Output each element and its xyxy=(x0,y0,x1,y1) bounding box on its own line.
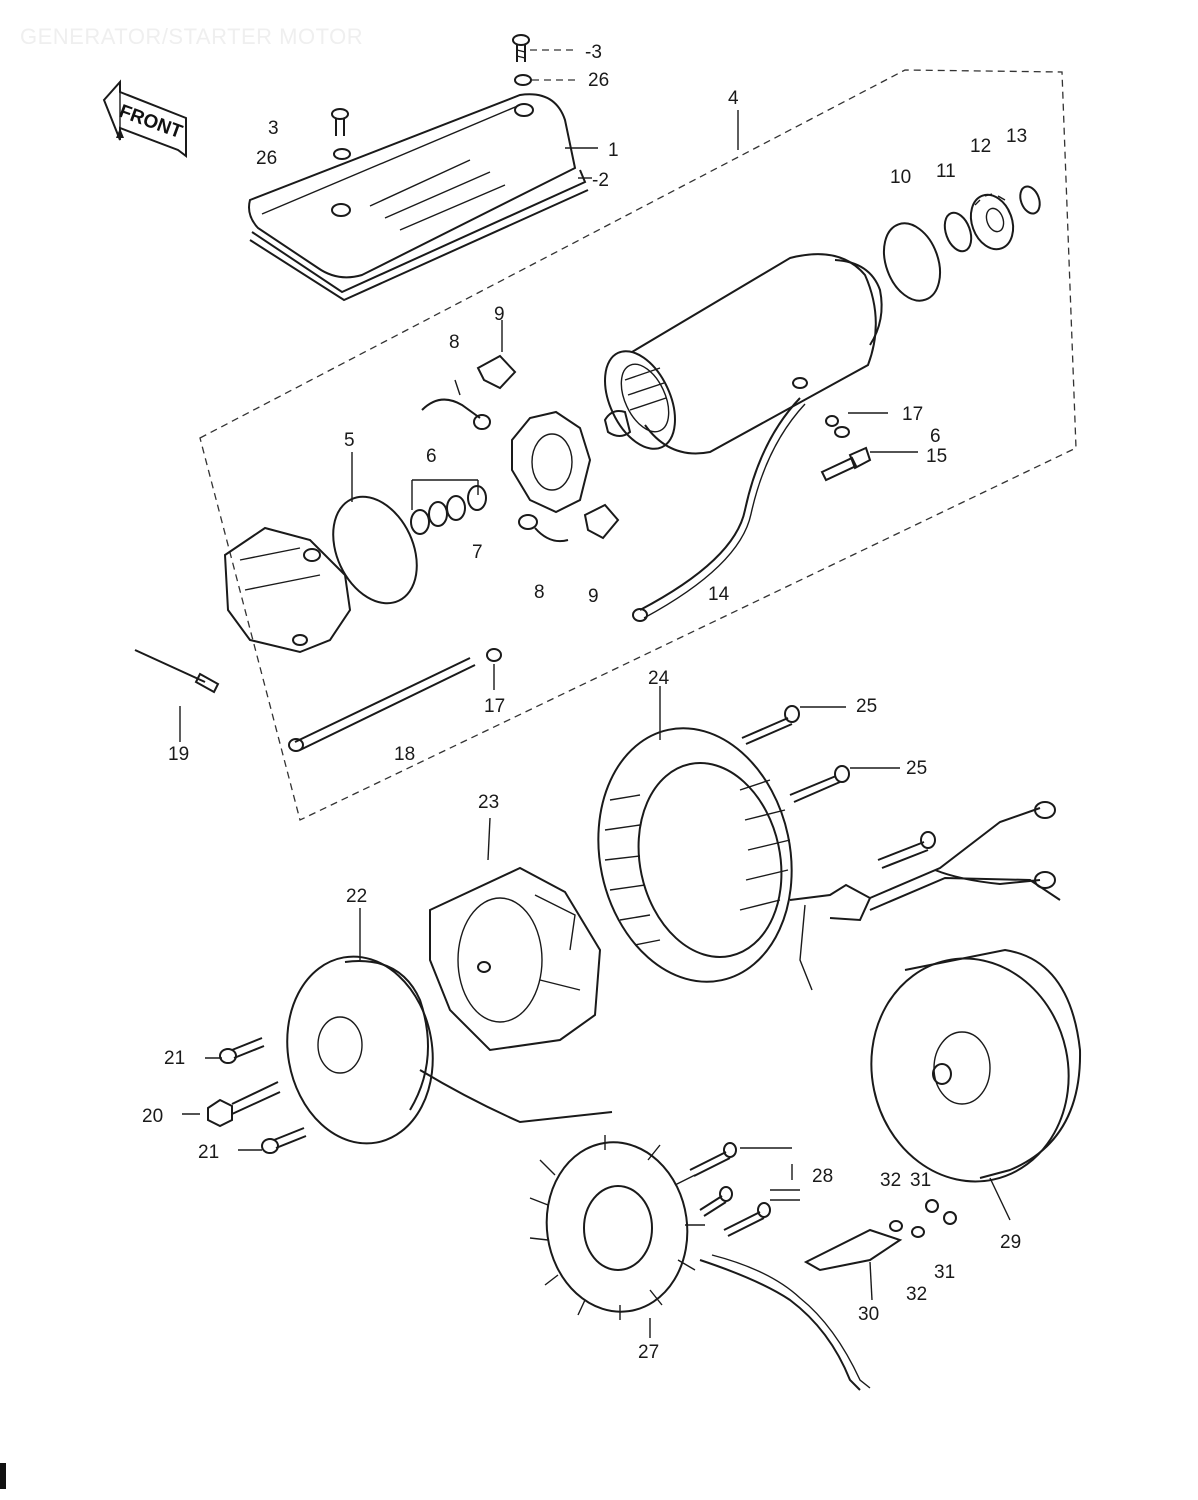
callout-31-upper: 31 xyxy=(910,1170,931,1191)
callout-6-left: 6 xyxy=(426,446,437,467)
page-edge-mark xyxy=(0,1463,6,1489)
screw-31-a xyxy=(925,1199,939,1213)
washer-32-b xyxy=(911,1226,925,1238)
screw-3-left xyxy=(331,108,349,136)
callout-23: 23 xyxy=(478,792,499,813)
screw-25-lower xyxy=(789,765,850,803)
washer-6-terminal xyxy=(834,426,850,438)
callout-4: 4 xyxy=(728,88,739,109)
callout-8-lower: 8 xyxy=(534,582,545,603)
callout-26-left: 26 xyxy=(256,148,277,169)
callout-32-lower: 32 xyxy=(906,1284,927,1305)
front-arrow-icon: FRONT xyxy=(102,79,187,158)
brush-8-upper xyxy=(421,398,491,430)
page-title: GENERATOR/STARTER MOTOR xyxy=(20,24,364,49)
bolt-21-upper xyxy=(219,1037,265,1064)
callout-31-lower: 31 xyxy=(934,1262,955,1283)
callout-6-right: 6 xyxy=(930,426,941,447)
screw-28-a xyxy=(689,1142,737,1177)
callout-1: 1 xyxy=(608,140,619,161)
ring-11 xyxy=(943,211,973,253)
callout-17-upper: 17 xyxy=(902,404,923,425)
screw-harness xyxy=(877,831,936,869)
screw-3-upper xyxy=(512,34,530,62)
callout-3-left: 3 xyxy=(268,118,279,139)
callout-14: 14 xyxy=(708,584,730,605)
o-ring-5 xyxy=(332,495,418,605)
callout-5: 5 xyxy=(344,430,355,451)
clip-13 xyxy=(1019,185,1041,215)
terminal-bolt-15 xyxy=(820,446,872,482)
callout-30: 30 xyxy=(858,1304,879,1325)
callout-17-lower: 17 xyxy=(484,696,505,717)
cover-gasket xyxy=(249,169,589,302)
callout-29: 29 xyxy=(1000,1232,1021,1253)
bolt-21-lower xyxy=(261,1127,307,1154)
bracket-30 xyxy=(803,1228,903,1272)
screw-28-b xyxy=(699,1186,733,1217)
washer-32-a xyxy=(889,1220,903,1232)
screw-25-upper xyxy=(741,705,800,745)
callout-27: 27 xyxy=(638,1342,659,1363)
callout-13: 13 xyxy=(1006,126,1027,147)
callout-19: 19 xyxy=(168,744,189,765)
callout-18: 18 xyxy=(394,744,415,765)
callout-2: -2 xyxy=(592,170,609,191)
callout-10: 10 xyxy=(890,167,911,188)
callout-3-upper: -3 xyxy=(585,42,602,63)
washers-6-7 xyxy=(410,485,487,535)
stator-coil-27 xyxy=(529,1135,871,1391)
callout-25-lower: 25 xyxy=(906,758,927,779)
flywheel-cover-29 xyxy=(870,948,1082,1183)
callout-9-lower: 9 xyxy=(588,586,599,607)
pinion-gear-12 xyxy=(969,193,1015,251)
brush-holder-9-upper xyxy=(476,354,517,390)
rotor-22 xyxy=(286,955,613,1145)
o-ring-10 xyxy=(882,222,942,302)
callout-12: 12 xyxy=(970,136,991,157)
callout-15: 15 xyxy=(926,446,947,467)
callout-25-upper: 25 xyxy=(856,696,877,717)
callout-7: 7 xyxy=(472,542,483,563)
through-bolt-18 xyxy=(288,657,476,752)
screw-31-b xyxy=(943,1211,957,1225)
washer-26-upper xyxy=(514,74,532,86)
generator-cover xyxy=(248,93,577,279)
callout-26-upper: 26 xyxy=(588,70,609,91)
starter-motor-body xyxy=(603,253,883,455)
front-label: FRONT xyxy=(116,101,185,143)
brush-8-lower xyxy=(518,514,569,543)
screw-28-c xyxy=(723,1202,771,1237)
callout-11: 11 xyxy=(936,161,956,182)
stator-housing-24 xyxy=(597,727,872,991)
leader-lines xyxy=(179,49,1011,1338)
through-bolt-19 xyxy=(134,649,220,694)
callout-21-upper: 21 xyxy=(164,1048,185,1069)
starter-end-cover xyxy=(223,526,352,654)
callout-8-upper: 8 xyxy=(449,332,460,353)
callout-9-upper: 9 xyxy=(494,304,505,325)
starter-motor-assembly-outline xyxy=(199,69,1077,821)
nut-17-terminal xyxy=(825,415,839,427)
nut-17-bolt xyxy=(486,648,502,662)
bolt-20 xyxy=(207,1081,281,1128)
callout-32-upper: 32 xyxy=(880,1170,901,1191)
callout-labels: 1 -2 -3 26 3 26 4 10 11 12 13 9 8 17 6 1… xyxy=(142,42,1027,1363)
washer-26-left xyxy=(333,148,351,160)
callout-22: 22 xyxy=(346,886,367,907)
rotor-yoke-23 xyxy=(429,866,602,1052)
callout-28: 28 xyxy=(812,1166,833,1187)
wiring-harness xyxy=(869,801,1061,911)
lead-wire-14 xyxy=(632,397,806,622)
brush-holder-9-lower xyxy=(583,503,620,540)
callout-24: 24 xyxy=(648,668,670,689)
callout-20: 20 xyxy=(142,1106,163,1127)
brush-plate xyxy=(511,410,592,514)
callout-21-lower: 21 xyxy=(198,1142,219,1163)
